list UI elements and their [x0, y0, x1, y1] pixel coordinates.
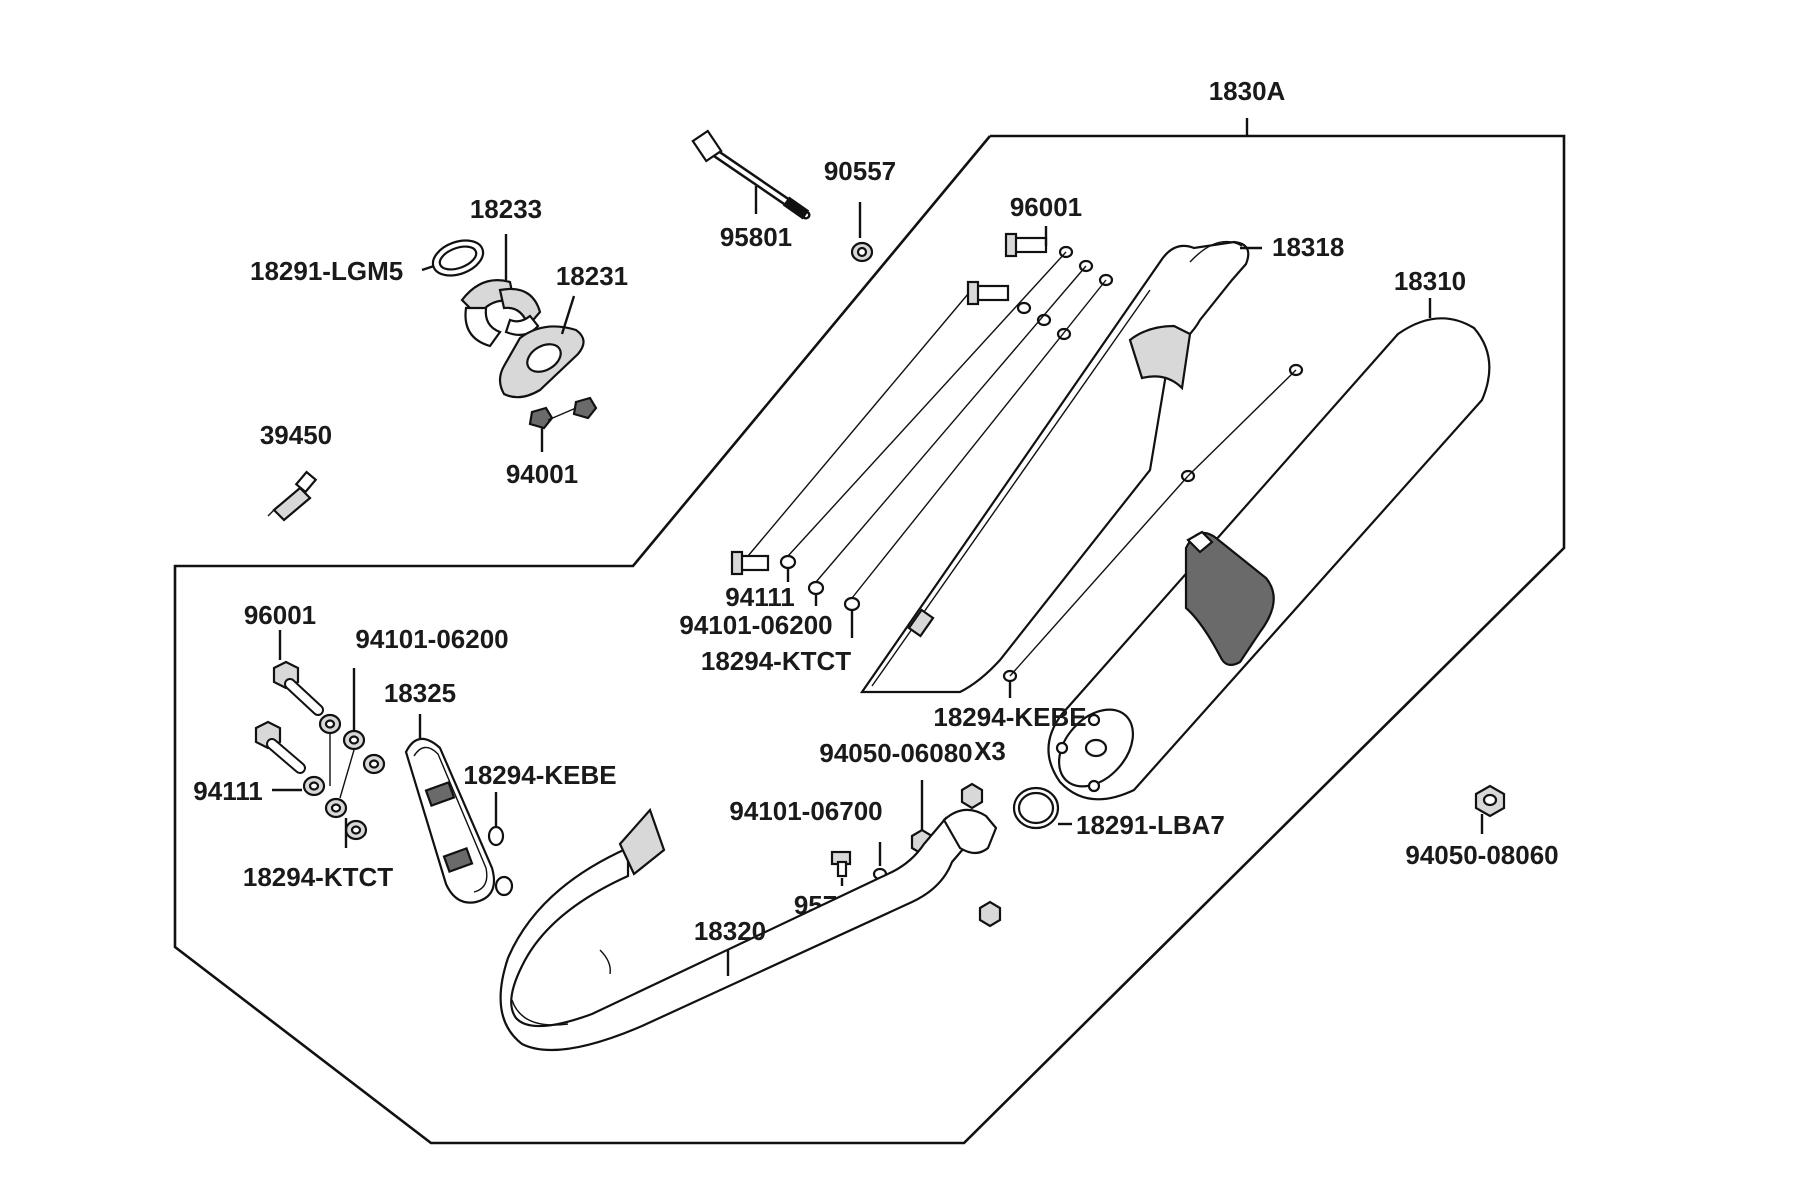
label-18231: 18231: [556, 261, 628, 291]
label-18294-kebe-top: 18294-KEBE: [933, 702, 1086, 732]
long-bolt-icon: [691, 129, 811, 220]
assembly-label: 1830A: [1209, 76, 1286, 106]
leader-18294-ktct-left-chain: [339, 749, 355, 799]
label-94111-left: 94111: [193, 776, 262, 806]
label-18320: 18320: [694, 916, 766, 946]
label-18294-ktct-top: 18294-KTCT: [701, 646, 851, 676]
gasket-icon: [1012, 786, 1060, 830]
bolt-icon: [730, 232, 1048, 576]
flange-icon: [498, 325, 585, 399]
small-nut-icon: [850, 241, 874, 263]
stud-icon: [830, 850, 852, 878]
muffler-icon: [1047, 317, 1491, 801]
gasket-icon: [431, 239, 485, 277]
label-39450: 39450: [260, 420, 332, 450]
label-96001-top: 96001: [1010, 192, 1082, 222]
washer-icon: [302, 713, 386, 841]
assembly-boundary: [173, 134, 1566, 1145]
label-94050-08060: 94050-08060: [1405, 840, 1558, 870]
label-18233: 18233: [470, 194, 542, 224]
split-collar-icon: [460, 279, 542, 348]
nut-icon: [1474, 784, 1506, 818]
leader-18231: [560, 295, 576, 335]
label-94101-06200-left: 94101-06200: [355, 624, 508, 654]
label-18310: 18310: [1394, 266, 1466, 296]
label-18318: 18318: [1272, 232, 1344, 262]
oxygen-sensor-icon: [267, 470, 318, 522]
heat-shield-icon: [404, 737, 496, 904]
label-x3: X3: [974, 736, 1006, 766]
bolt-icon: [254, 660, 324, 774]
label-18291-lgm5: 18291-LGM5: [250, 256, 403, 286]
label-18294-ktct-left: 18294-KTCT: [243, 862, 393, 892]
label-96001-left: 96001: [244, 600, 316, 630]
nut-icon: [910, 782, 1002, 928]
label-94111-top: 94111: [725, 582, 794, 612]
label-94101-06200-top: 94101-06200: [679, 610, 832, 640]
label-94001: 94001: [506, 459, 578, 489]
label-94101-06700: 94101-06700: [729, 796, 882, 826]
label-18325: 18325: [384, 678, 456, 708]
leader-18291-lgm5: [421, 264, 435, 272]
label-90557: 90557: [824, 156, 896, 186]
nut-icon: [528, 396, 598, 430]
label-94050-06080: 94050-06080: [819, 738, 972, 768]
label-18291-lba7: 18291-LBA7: [1076, 810, 1225, 840]
label-95801: 95801: [720, 222, 792, 252]
washer-icon: [487, 825, 514, 897]
heat-guard-icon: [859, 240, 1250, 694]
label-18294-kebe-left: 18294-KEBE: [463, 760, 616, 790]
exhaust-pipe-icon: [499, 807, 998, 1052]
dashed-leaders: [747, 251, 1297, 677]
